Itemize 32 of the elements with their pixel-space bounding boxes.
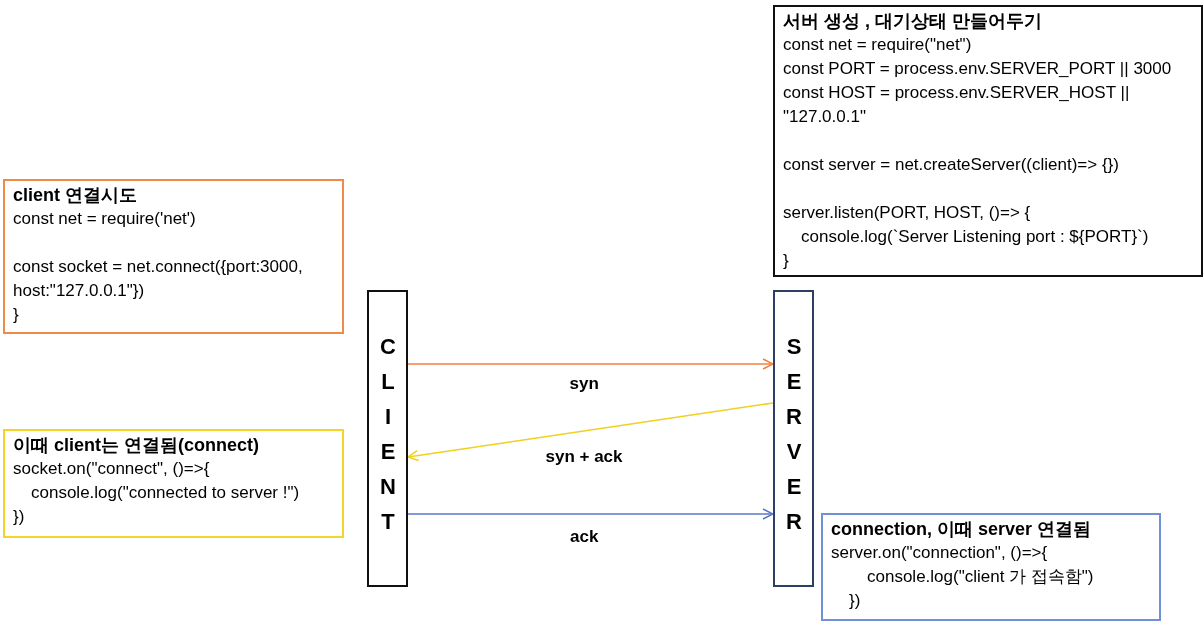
code-line: console.log(`Server Listening port : ${PORT}`): [800, 226, 1150, 248]
code-line: const PORT = process.env.SERVER_PORT || 3000: [783, 58, 1173, 80]
code-line: server.listen(PORT, HOST, ()=> {: [783, 202, 1032, 224]
participant-label: CLIENT: [376, 333, 399, 544]
box-heading: connection, 이때 server 연결됨: [831, 518, 1093, 541]
arrow: [407, 402, 774, 462]
lifeline-box: [367, 290, 408, 587]
code-line: const server = net.createServer((client)=> {}): [783, 154, 1120, 176]
code-box: [773, 5, 1203, 277]
code-line: const HOST = process.env.SERVER_HOST || "127.0.0.1": [783, 82, 1131, 128]
code-line: const net = require('net'): [13, 208, 197, 230]
code-line: console.log("client 가 접속함"): [866, 566, 1095, 588]
code-line: const socket = net.connect({port:3000, host:"127.0.0.1"}): [13, 256, 304, 302]
arrow: [407, 508, 774, 520]
code-line: }: [13, 304, 20, 326]
code-line: }: [783, 250, 790, 272]
code-line: server.on("connection", ()=>{: [831, 542, 1049, 564]
code-line: }): [13, 506, 26, 528]
code-box: [3, 429, 344, 538]
participant-label: SERVER: [782, 333, 805, 544]
arrow: [407, 358, 774, 370]
edge-label: syn + ack: [543, 447, 625, 467]
code-line: socket.on("connect", ()=>{: [13, 458, 211, 480]
box-heading: 이때 client는 연결됨(connect): [13, 434, 260, 457]
box-heading: 서버 생성 , 대기상태 만들어두기: [783, 10, 1043, 33]
code-line: }): [848, 590, 862, 612]
code-line: console.log("connected to server !"): [30, 482, 301, 504]
code-line: const net = require("net"): [783, 34, 973, 56]
code-box: [3, 179, 344, 334]
code-box: [821, 513, 1161, 621]
lifeline-box: [773, 290, 814, 587]
box-heading: client 연결시도: [13, 184, 138, 207]
